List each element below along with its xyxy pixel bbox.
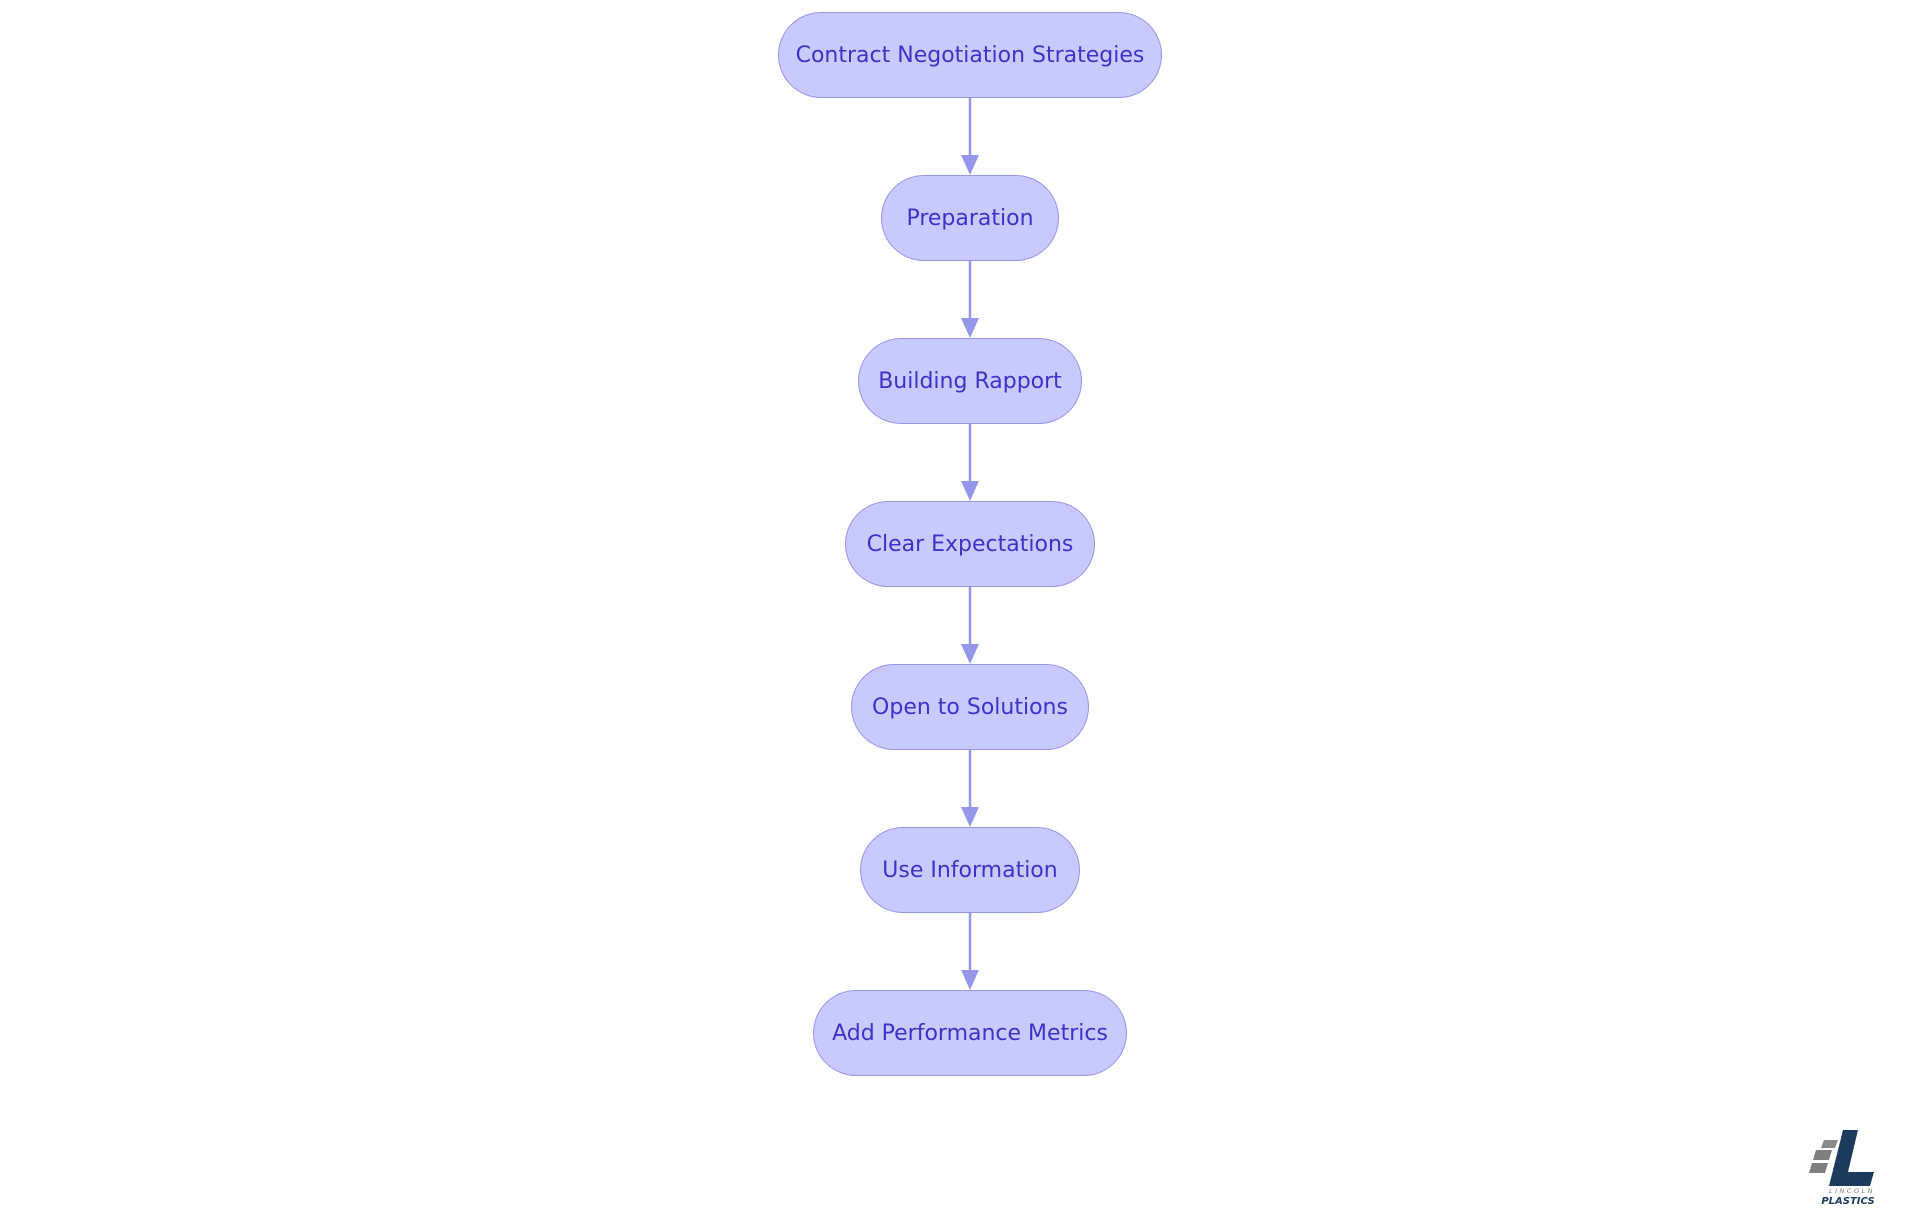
node-add-performance-metrics: Add Performance Metrics [813,990,1127,1076]
node-label: Contract Negotiation Strategies [795,42,1145,68]
node-building-rapport: Building Rapport [858,338,1082,424]
edge-arrow-4 [961,587,979,664]
arrowhead-icon [961,318,979,338]
node-label: Building Rapport [878,368,1062,394]
svg-text:PLASTICS: PLASTICS [1821,1196,1874,1207]
arrowhead-icon [961,807,979,827]
node-label: Preparation [906,205,1034,231]
lincoln-plastics-logo: LINCOLN PLASTICS [1808,1128,1888,1208]
logo-mark: LINCOLN PLASTICS [1809,1130,1875,1207]
arrowhead-icon [961,970,979,990]
node-label: Use Information [882,857,1058,883]
node-label: Add Performance Metrics [832,1020,1108,1046]
node-label: Clear Expectations [866,531,1074,557]
edge-arrow-6 [961,913,979,990]
edge-arrow-3 [961,424,979,501]
svg-text:LINCOLN: LINCOLN [1829,1187,1875,1195]
node-preparation: Preparation [881,175,1059,261]
arrowhead-icon [961,481,979,501]
edge-arrow-2 [961,261,979,338]
edge-arrow-5 [961,750,979,827]
node-label: Open to Solutions [872,694,1068,720]
node-contract-negotiation-strategies: Contract Negotiation Strategies [778,12,1162,98]
node-open-to-solutions: Open to Solutions [851,664,1089,750]
arrowhead-icon [961,155,979,175]
edge-arrow-1 [961,98,979,175]
node-use-information: Use Information [860,827,1080,913]
node-clear-expectations: Clear Expectations [845,501,1095,587]
arrowhead-icon [961,644,979,664]
